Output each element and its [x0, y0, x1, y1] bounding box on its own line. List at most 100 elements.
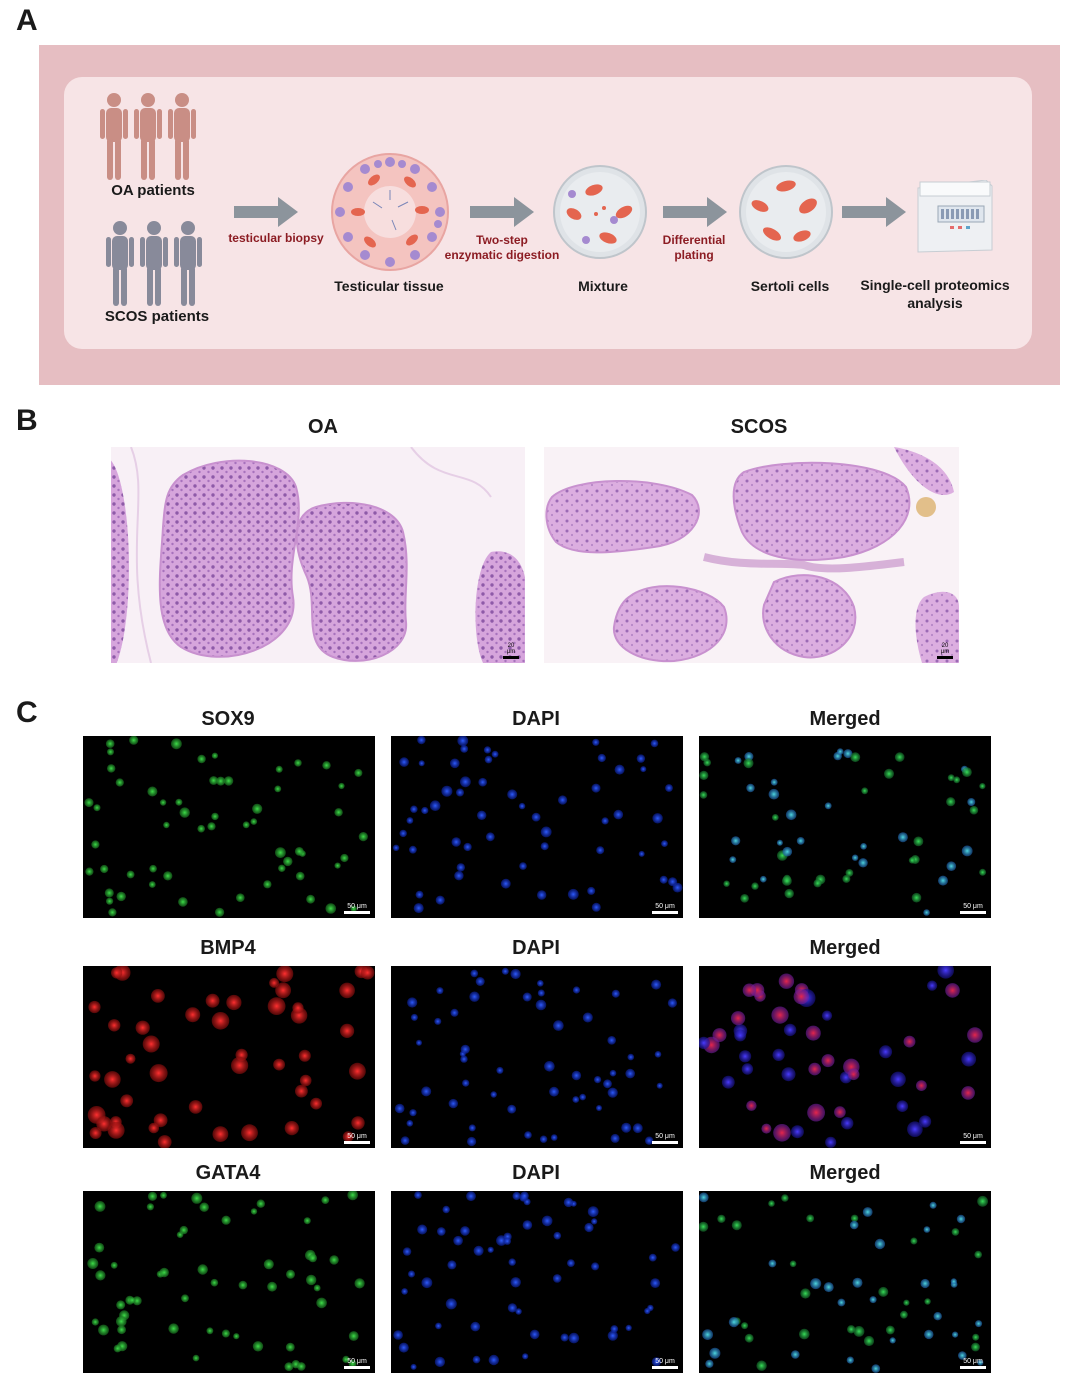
cell-marker — [456, 788, 464, 797]
cell-marker — [120, 1094, 134, 1108]
cell-marker — [650, 1278, 661, 1288]
cell-marker — [466, 1191, 476, 1202]
cell-marker — [448, 1098, 458, 1109]
cell-marker — [507, 1104, 517, 1114]
cell-marker — [969, 805, 979, 815]
cell-marker — [520, 1191, 529, 1201]
cell-marker — [295, 871, 305, 881]
cell-marker — [776, 839, 783, 846]
cell-marker — [699, 1221, 709, 1232]
cell-marker — [953, 776, 961, 784]
cell-marker — [342, 1131, 354, 1142]
cell-marker — [810, 1278, 822, 1290]
cell-marker — [648, 1253, 657, 1262]
cell-marker — [591, 902, 601, 912]
mass-spectrometer-icon — [917, 180, 993, 253]
cell-marker — [640, 766, 647, 773]
cell-marker — [436, 987, 444, 995]
cell-marker — [111, 967, 123, 979]
scale-bar-label: 50 μm — [347, 1358, 367, 1365]
cell-marker — [885, 1325, 895, 1335]
cell-marker — [584, 1222, 594, 1233]
cell-marker — [667, 998, 677, 1008]
he-title-oa: OA — [308, 416, 338, 438]
cell-marker — [223, 776, 234, 786]
scale-bar: 50 μm — [344, 903, 370, 914]
cell-marker — [916, 1080, 927, 1091]
cell-marker — [216, 776, 226, 786]
scos-patients-icon — [106, 221, 202, 306]
cell-marker — [896, 1100, 909, 1112]
step-label-mixture: Mixture — [578, 278, 628, 294]
cell-marker — [731, 1220, 742, 1231]
cell-marker — [299, 1074, 312, 1087]
cell-marker — [110, 1261, 118, 1269]
cell-marker — [558, 795, 568, 805]
cell-marker — [298, 1049, 311, 1062]
cell-marker — [447, 1260, 457, 1270]
cell-marker — [475, 977, 485, 986]
cell-marker — [850, 752, 861, 763]
cell-marker — [761, 1123, 772, 1134]
cell-marker — [89, 1127, 102, 1139]
cell-marker — [937, 966, 954, 979]
cell-marker — [107, 1121, 125, 1139]
scale-bar-label: 50 μm — [963, 1133, 983, 1140]
cell-marker — [977, 1359, 984, 1366]
cell-marker — [610, 1325, 619, 1333]
cell-marker — [540, 826, 552, 838]
cell-marker — [837, 1298, 846, 1307]
cell-marker — [394, 1103, 405, 1114]
cell-marker — [771, 814, 779, 821]
cell-marker — [460, 1055, 468, 1063]
cell-marker — [568, 1332, 580, 1344]
cell-marker — [117, 1325, 126, 1335]
cell-marker — [610, 1133, 620, 1143]
cell-marker — [971, 1342, 980, 1352]
scale-bar: 50 μm — [652, 1133, 678, 1144]
cell-marker — [627, 1053, 635, 1061]
cell-marker — [805, 1025, 821, 1041]
cell-marker — [441, 785, 453, 797]
cell-marker — [961, 1086, 975, 1100]
cell-marker — [851, 854, 859, 861]
cell-marker — [947, 774, 955, 782]
cell-marker — [594, 1076, 602, 1084]
he-title-scos: SCOS — [730, 416, 788, 438]
cell-marker — [88, 1000, 101, 1014]
cell-marker — [147, 786, 158, 797]
cell-marker — [450, 758, 460, 769]
cell-marker — [358, 832, 368, 842]
scale-bar: 20 μm — [937, 643, 953, 659]
cell-marker — [263, 880, 272, 889]
cell-marker — [274, 785, 282, 793]
scos-patients-label: SCOS patients — [104, 308, 210, 325]
cell-marker — [950, 1278, 957, 1285]
cell-marker — [596, 1105, 602, 1111]
cell-marker — [879, 1045, 893, 1059]
cell-marker — [85, 867, 94, 876]
cell-marker — [269, 977, 280, 988]
cell-marker — [742, 983, 757, 997]
cell-marker — [107, 748, 114, 756]
cell-marker — [913, 836, 924, 847]
cell-marker — [149, 864, 157, 873]
cell-marker — [286, 1269, 295, 1279]
cell-marker — [910, 1237, 918, 1245]
cell-marker — [537, 980, 544, 987]
cell-marker — [409, 845, 417, 854]
cell-marker — [597, 753, 606, 763]
cell-marker — [142, 1035, 160, 1053]
arrow-right-icon — [470, 197, 534, 227]
cell-marker — [702, 1329, 713, 1340]
cell-marker — [962, 767, 972, 777]
cell-marker — [869, 1296, 877, 1304]
cell-marker — [571, 1070, 582, 1081]
cell-marker — [348, 1359, 357, 1368]
cell-marker — [205, 993, 220, 1008]
cell-marker — [340, 1023, 355, 1038]
cell-marker — [773, 1124, 791, 1142]
scale-bar-label: 50 μm — [347, 1133, 367, 1140]
cell-marker — [613, 809, 624, 820]
cell-marker — [522, 1353, 529, 1360]
